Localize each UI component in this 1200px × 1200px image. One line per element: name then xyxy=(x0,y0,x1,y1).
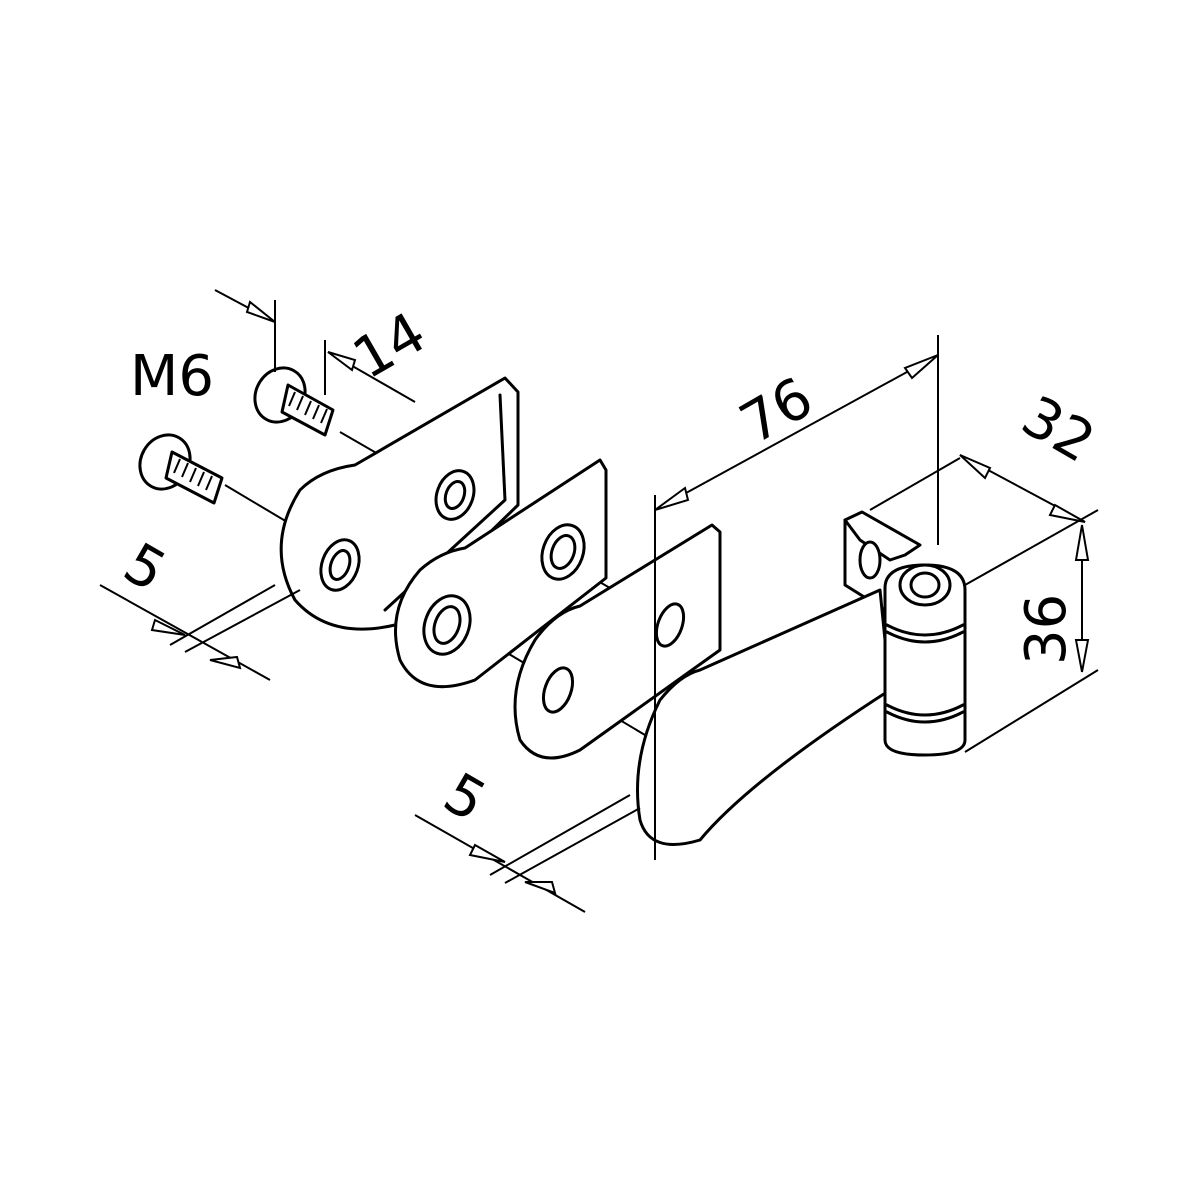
width-label: 32 xyxy=(1011,384,1105,476)
thread-label: M6 xyxy=(130,344,214,409)
dimension-lines xyxy=(99,289,1099,913)
height-label: 36 xyxy=(1014,594,1079,665)
hole-spacing-label: 14 xyxy=(343,300,437,392)
gasket-plate xyxy=(394,458,608,689)
hinge-body xyxy=(636,510,967,846)
screw-lower xyxy=(138,433,224,505)
plate-thickness-label-2: 5 xyxy=(433,761,496,835)
plate-thickness-label-1: 5 xyxy=(113,531,176,605)
clamp-plate-back xyxy=(279,376,520,631)
glass-plate xyxy=(513,523,722,760)
screw-upper xyxy=(253,366,335,437)
length-label: 76 xyxy=(730,365,824,457)
